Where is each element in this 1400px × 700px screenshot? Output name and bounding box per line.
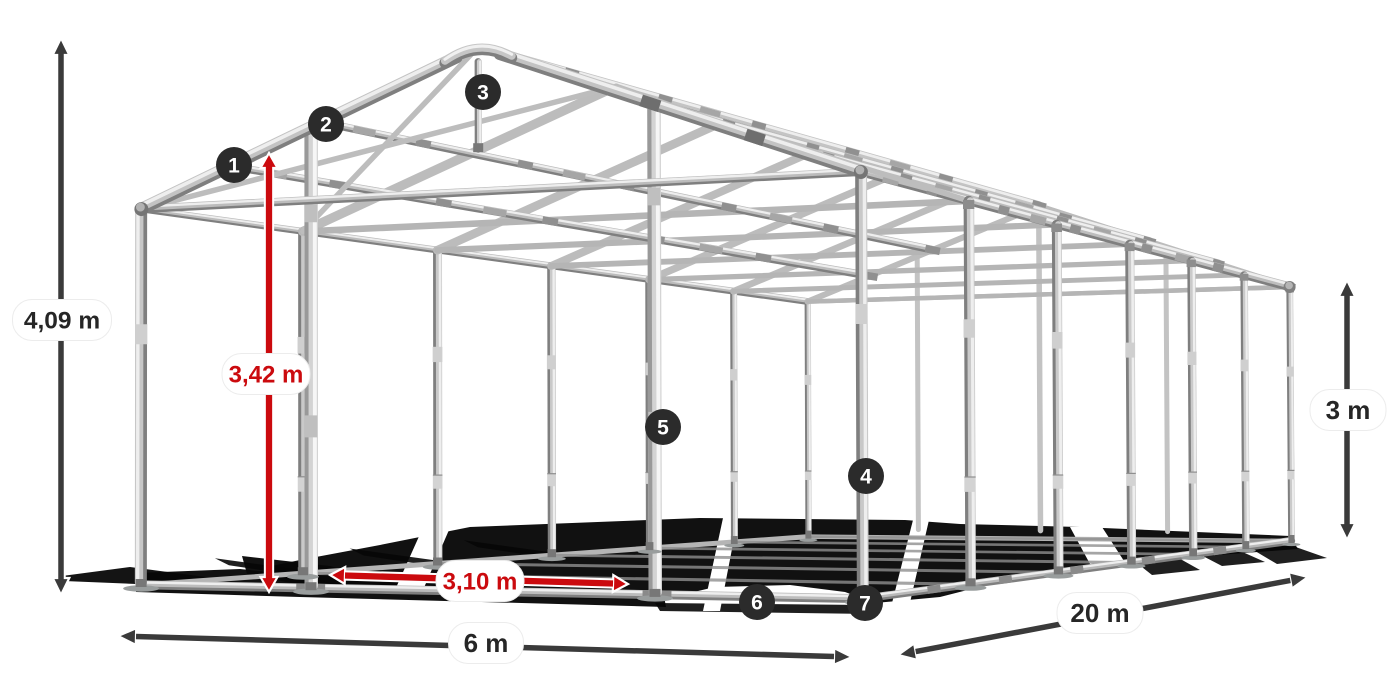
svg-text:5: 5 bbox=[657, 417, 669, 440]
svg-text:6 m: 6 m bbox=[464, 628, 509, 658]
svg-text:2: 2 bbox=[320, 114, 332, 137]
svg-text:3,10 m: 3,10 m bbox=[443, 568, 518, 595]
svg-text:6: 6 bbox=[751, 592, 763, 615]
svg-text:3,42 m: 3,42 m bbox=[229, 361, 304, 388]
svg-text:20 m: 20 m bbox=[1070, 598, 1129, 628]
svg-text:4: 4 bbox=[860, 466, 872, 489]
svg-text:1: 1 bbox=[228, 155, 240, 178]
svg-text:7: 7 bbox=[859, 593, 871, 616]
svg-text:4,09 m: 4,09 m bbox=[24, 307, 100, 334]
svg-text:3: 3 bbox=[477, 82, 489, 105]
svg-text:3 m: 3 m bbox=[1326, 395, 1371, 425]
